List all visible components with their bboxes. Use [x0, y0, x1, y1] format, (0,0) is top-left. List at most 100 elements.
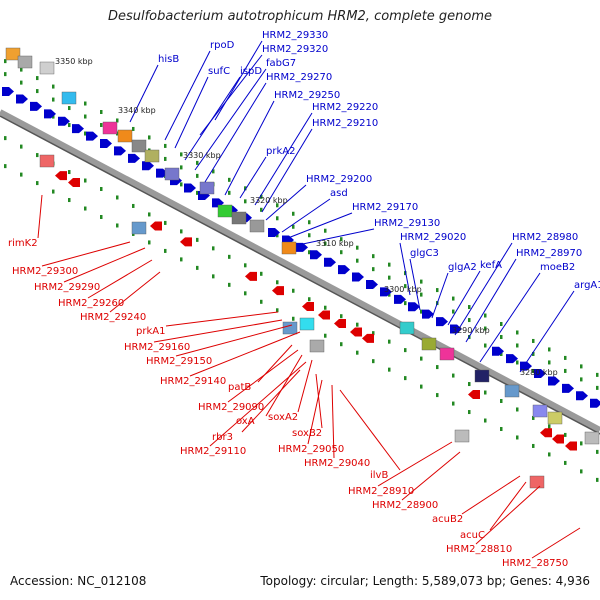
reverse-gene-label[interactable]: HRM2_29150: [146, 356, 212, 367]
reverse-gene-label[interactable]: prkA1: [136, 326, 165, 337]
reverse-gene-label[interactable]: HRM2_29240: [80, 312, 146, 323]
reverse-gene-label[interactable]: HRM2_29090: [198, 402, 264, 413]
feature-block[interactable]: [584, 431, 600, 445]
feature-block[interactable]: [17, 55, 33, 69]
feature-block[interactable]: [281, 241, 297, 255]
reverse-gene-arrow[interactable]: [468, 390, 480, 400]
forward-gene-arrow[interactable]: [142, 161, 154, 171]
reverse-gene-label[interactable]: HRM2_29110: [180, 446, 246, 457]
feature-block[interactable]: [217, 204, 233, 218]
reverse-gene-label[interactable]: HRM2_29140: [160, 376, 226, 387]
feature-block[interactable]: [102, 121, 118, 135]
feature-block[interactable]: [117, 129, 133, 143]
feature-block[interactable]: [39, 154, 55, 168]
forward-gene-arrow[interactable]: [30, 101, 42, 111]
reverse-gene-label[interactable]: HRM2_28750: [502, 558, 568, 569]
forward-gene-label[interactable]: glgC3: [410, 248, 439, 259]
forward-gene-label[interactable]: HRM2_29020: [400, 232, 466, 243]
reverse-gene-arrow[interactable]: [272, 286, 284, 296]
forward-gene-arrow[interactable]: [324, 257, 336, 267]
reverse-gene-arrow[interactable]: [68, 178, 80, 188]
forward-gene-label[interactable]: HRM2_29250: [274, 90, 340, 101]
feature-block[interactable]: [164, 167, 180, 181]
reverse-gene-label[interactable]: HRM2_29290: [34, 282, 100, 293]
reverse-gene-arrow[interactable]: [180, 237, 192, 247]
forward-gene-label[interactable]: hisB: [158, 54, 179, 65]
forward-gene-arrow[interactable]: [310, 250, 322, 260]
forward-gene-arrow[interactable]: [408, 302, 420, 312]
forward-gene-label[interactable]: prkA2: [266, 146, 295, 157]
feature-block[interactable]: [131, 221, 147, 235]
feature-block[interactable]: [532, 404, 548, 418]
reverse-gene-arrow[interactable]: [350, 327, 362, 337]
forward-gene-label[interactable]: moeB2: [540, 262, 575, 273]
forward-gene-label[interactable]: HRM2_29270: [266, 72, 332, 83]
forward-gene-arrow[interactable]: [548, 376, 560, 386]
feature-block[interactable]: [454, 429, 470, 443]
reverse-gene-arrow[interactable]: [334, 319, 346, 329]
forward-gene-arrow[interactable]: [128, 153, 140, 163]
reverse-gene-label[interactable]: HRM2_29300: [12, 266, 78, 277]
forward-gene-arrow[interactable]: [506, 354, 518, 364]
reverse-gene-arrow[interactable]: [565, 441, 577, 451]
feature-block[interactable]: [5, 47, 21, 61]
reverse-gene-label[interactable]: HRM2_28900: [372, 500, 438, 511]
forward-gene-label[interactable]: HRM2_29170: [352, 202, 418, 213]
reverse-gene-label[interactable]: HRM2_28910: [348, 486, 414, 497]
forward-gene-arrow[interactable]: [534, 369, 546, 379]
forward-gene-arrow[interactable]: [352, 272, 364, 282]
feature-block[interactable]: [421, 337, 437, 351]
reverse-gene-label[interactable]: HRM2_29040: [304, 458, 370, 469]
forward-gene-arrow[interactable]: [16, 94, 28, 104]
forward-gene-label[interactable]: HRM2_29210: [312, 118, 378, 129]
forward-gene-arrow[interactable]: [44, 109, 56, 119]
forward-gene-label[interactable]: asd: [330, 188, 348, 199]
forward-gene-arrow[interactable]: [338, 265, 350, 275]
forward-gene-arrow[interactable]: [184, 183, 196, 193]
forward-gene-label[interactable]: HRM2_28970: [516, 248, 582, 259]
feature-block[interactable]: [399, 321, 415, 335]
reverse-gene-arrow[interactable]: [245, 271, 257, 281]
forward-gene-arrow[interactable]: [100, 139, 112, 148]
feature-block[interactable]: [61, 91, 77, 105]
reverse-gene-label[interactable]: HRM2_29260: [58, 298, 124, 309]
reverse-gene-label[interactable]: soxA2: [268, 412, 298, 423]
reverse-gene-label[interactable]: acuC: [460, 530, 485, 541]
feature-block[interactable]: [547, 411, 563, 425]
forward-gene-arrow[interactable]: [86, 131, 98, 141]
feature-block[interactable]: [144, 149, 160, 163]
forward-gene-label[interactable]: HRM2_29330: [262, 30, 328, 41]
feature-block[interactable]: [474, 369, 490, 383]
forward-gene-label[interactable]: HRM2_29130: [374, 218, 440, 229]
reverse-gene-label[interactable]: oxA: [236, 416, 255, 427]
forward-gene-arrow[interactable]: [366, 279, 378, 289]
reverse-gene-label[interactable]: acuB2: [432, 514, 463, 525]
forward-gene-arrow[interactable]: [72, 124, 84, 134]
reverse-gene-arrow[interactable]: [150, 221, 162, 231]
reverse-gene-label[interactable]: rimK2: [8, 238, 38, 249]
forward-gene-label[interactable]: HRM2_29200: [306, 174, 372, 185]
reverse-gene-arrow[interactable]: [302, 302, 314, 312]
feature-block[interactable]: [39, 61, 55, 75]
forward-gene-arrow[interactable]: [450, 324, 462, 334]
feature-block[interactable]: [231, 211, 247, 225]
forward-gene-arrow[interactable]: [436, 317, 448, 327]
reverse-gene-arrow[interactable]: [362, 333, 374, 343]
reverse-gene-label[interactable]: rbr3: [212, 432, 233, 443]
feature-block[interactable]: [439, 347, 455, 361]
reverse-gene-label[interactable]: HRM2_29160: [124, 342, 190, 353]
feature-block[interactable]: [299, 317, 315, 331]
forward-gene-arrow[interactable]: [492, 346, 504, 356]
forward-gene-arrow[interactable]: [58, 116, 70, 126]
forward-gene-label[interactable]: sufC: [208, 66, 230, 77]
forward-gene-arrow[interactable]: [562, 383, 574, 393]
forward-gene-label[interactable]: glgA2: [448, 262, 477, 273]
reverse-gene-label[interactable]: patB: [228, 382, 251, 393]
feature-block[interactable]: [249, 219, 265, 233]
forward-gene-arrow[interactable]: [576, 391, 588, 401]
forward-gene-arrow[interactable]: [394, 294, 406, 304]
forward-gene-arrow[interactable]: [422, 309, 434, 319]
feature-block[interactable]: [282, 321, 298, 335]
reverse-gene-label[interactable]: soxB2: [292, 428, 322, 439]
reverse-gene-arrow[interactable]: [318, 310, 330, 320]
